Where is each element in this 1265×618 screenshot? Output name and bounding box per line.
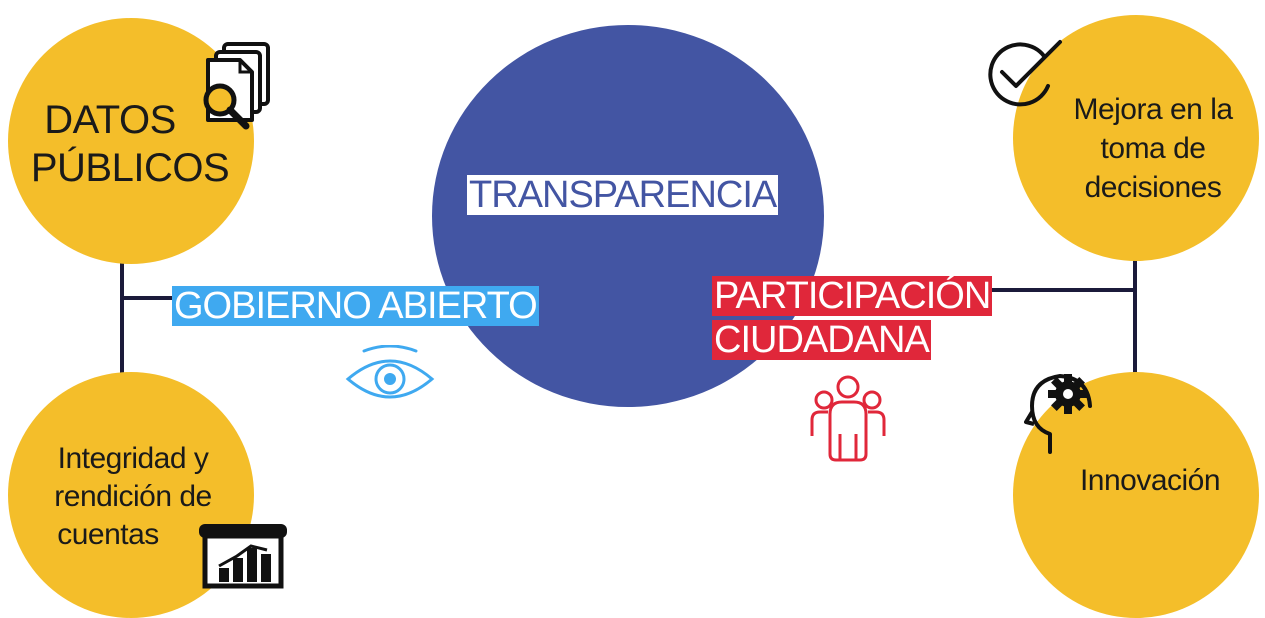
integridad-line1: Integridad y bbox=[57, 442, 209, 475]
innovacion-circle bbox=[1013, 372, 1259, 618]
datos-publicos-label: DATOS PÚBLICOS bbox=[20, 96, 240, 192]
people-group-icon bbox=[810, 375, 886, 462]
head-gear-icon bbox=[1024, 374, 1092, 454]
integridad-label: Integridad y rendición de cuentas bbox=[28, 440, 238, 554]
integridad-line3: cuentas bbox=[57, 518, 159, 551]
documents-search-icon bbox=[203, 42, 270, 130]
connector-lines bbox=[120, 258, 1137, 374]
participacion-label-line2: CIUDADANA bbox=[712, 319, 931, 361]
report-chart-icon bbox=[199, 524, 287, 589]
eye-icon bbox=[345, 345, 435, 399]
innovacion-label: Innovación bbox=[1079, 464, 1221, 497]
datos-line2: PÚBLICOS bbox=[30, 146, 230, 190]
mejora-line1: Mejora en la bbox=[1073, 93, 1233, 126]
transparencia-label: TRANSPARENCIA bbox=[467, 174, 779, 216]
gobierno-abierto-label: GOBIERNO ABIERTO bbox=[172, 285, 539, 327]
integridad-line2: rendición de bbox=[54, 480, 212, 513]
mejora-label: Mejora en la toma de decisiones bbox=[1048, 90, 1258, 207]
check-circle-icon bbox=[988, 40, 1062, 107]
mejora-line3: decisiones bbox=[1084, 171, 1222, 204]
participacion-label-line1: PARTICIPACIÓN bbox=[712, 275, 993, 317]
datos-line1: DATOS bbox=[44, 98, 176, 142]
mejora-decisiones-circle bbox=[1013, 15, 1259, 261]
mejora-line2: toma de bbox=[1100, 132, 1206, 165]
